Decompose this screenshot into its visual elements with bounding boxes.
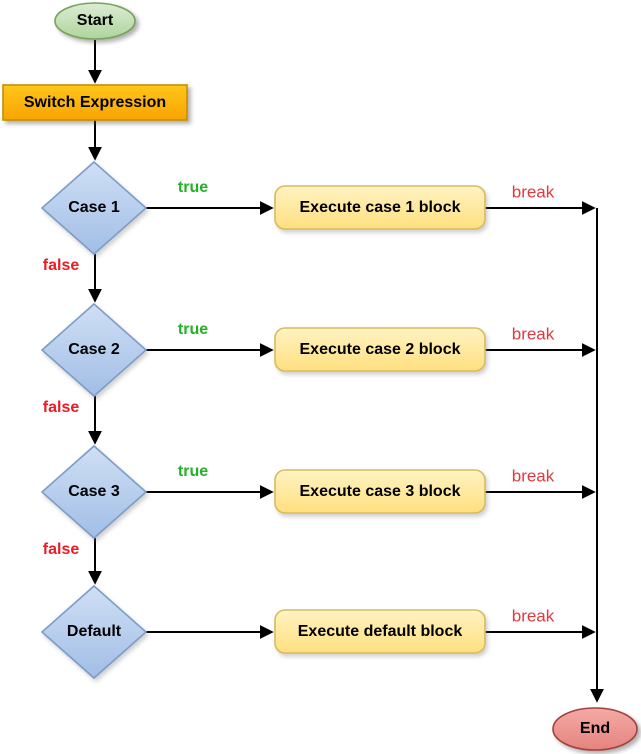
false-label-1: false — [42, 257, 80, 274]
case-2-diamond — [40, 302, 148, 398]
false-label-2: false — [42, 399, 80, 416]
case-1-diamond — [40, 160, 148, 256]
true-label-1: true — [177, 179, 209, 196]
end-node — [552, 707, 638, 751]
execute-case-2-label: Execute case 2 block — [299, 341, 461, 358]
default-label: Default — [66, 623, 122, 640]
false-label-3: false — [42, 541, 80, 558]
break-label-2: break — [511, 324, 555, 344]
true-label-3: true — [177, 463, 209, 480]
execute-default-block — [274, 609, 486, 654]
start-node — [54, 2, 136, 40]
execute-case-1-block — [274, 185, 486, 230]
true-label-2: true — [177, 321, 209, 338]
execute-case-1-label: Execute case 1 block — [299, 199, 461, 216]
case-3-label: Case 3 — [68, 483, 120, 500]
case-2-label: Case 2 — [68, 341, 120, 358]
break-label-3: break — [511, 466, 555, 486]
start-node-label: Start — [76, 12, 114, 29]
default-diamond — [40, 584, 148, 680]
break-label-4: break — [511, 606, 555, 626]
execute-default-label: Execute default block — [297, 623, 463, 640]
switch-node-label: Switch Expression — [23, 94, 167, 111]
execute-case-2-block — [274, 327, 486, 372]
switch-expression-node — [2, 84, 188, 121]
case-1-label: Case 1 — [68, 199, 120, 216]
case-3-diamond — [40, 444, 148, 540]
break-label-1: break — [511, 182, 555, 202]
end-node-label: End — [579, 720, 611, 737]
execute-case-3-label: Execute case 3 block — [299, 483, 461, 500]
execute-case-3-block — [274, 469, 486, 514]
